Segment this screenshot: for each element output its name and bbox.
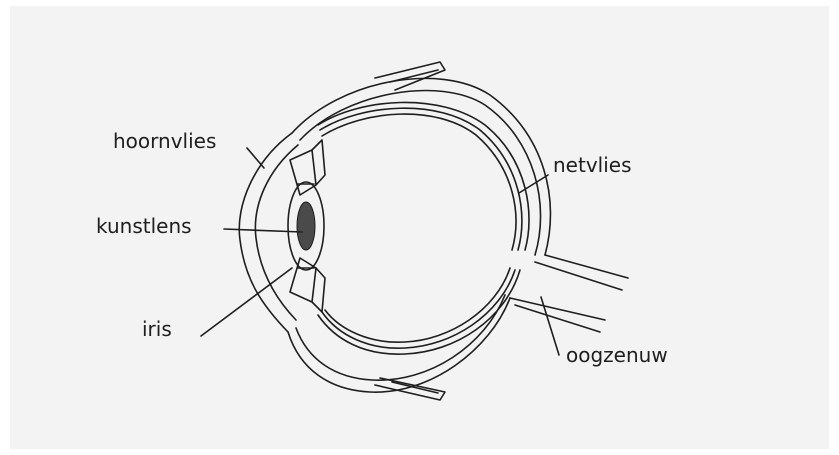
optic-nerve-lower bbox=[510, 298, 605, 320]
iris-bottom bbox=[290, 258, 316, 302]
label-lens: kunstlens bbox=[96, 216, 192, 236]
leader-cornea bbox=[247, 148, 264, 168]
optic-nerve-upper bbox=[545, 255, 628, 278]
sclera-inner bbox=[296, 91, 541, 381]
iris-top bbox=[290, 150, 316, 195]
eyelid-bottom-inner bbox=[392, 382, 438, 393]
eyelid-bottom bbox=[375, 378, 445, 400]
label-cornea: hoornvlies bbox=[113, 131, 216, 151]
label-optic-nerve: oogzenuw bbox=[566, 345, 668, 365]
eyelid-top bbox=[375, 62, 445, 90]
leader-lens bbox=[224, 229, 302, 232]
lens-core bbox=[297, 202, 315, 250]
leader-iris bbox=[201, 268, 292, 336]
label-iris: iris bbox=[142, 319, 172, 339]
label-retina: netvlies bbox=[553, 155, 632, 175]
retina-line-third bbox=[322, 114, 516, 342]
cornea-inner bbox=[255, 145, 298, 320]
retina-line bbox=[318, 102, 529, 354]
optic-nerve-upper-inner bbox=[535, 262, 622, 290]
retina-line-inner bbox=[320, 108, 522, 348]
leader-optic-nerve bbox=[541, 297, 559, 355]
